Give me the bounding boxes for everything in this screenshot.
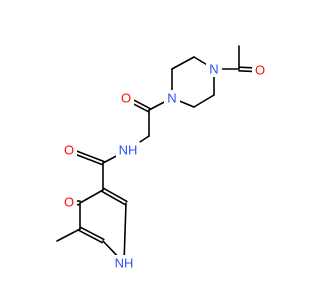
bond-layer: [56, 45, 261, 264]
atom-nh-amide: NH: [116, 142, 140, 158]
bond-5: [193, 94, 215, 108]
atom-label-nh-ring: NH: [115, 256, 134, 271]
atom-o-amide-upper: O: [118, 90, 134, 106]
atom-o-pyridinone: O: [61, 194, 77, 210]
atom-nh-ring: NH: [112, 255, 136, 271]
atom-n-pip-bottom: N: [164, 90, 180, 106]
molecule-structure: O N O N NH O O NH: [56, 45, 268, 271]
bond-27: [123, 202, 127, 264]
atom-label-o-carboxamide: O: [64, 143, 74, 158]
atom-o-acetyl: O: [252, 62, 268, 78]
atom-n-pip-top: N: [206, 61, 222, 77]
atom-label-o-amide-upper: O: [121, 91, 131, 106]
bond-24: [80, 226, 105, 241]
atom-label-layer: O N O N NH O O NH: [61, 61, 268, 271]
atom-label-nh-amide: NH: [119, 143, 138, 158]
bond-8: [171, 56, 195, 70]
atom-o-carboxamide: O: [61, 142, 77, 158]
bond-19: [79, 189, 104, 204]
bond-28: [101, 190, 126, 206]
atom-label-n-pip-top: N: [209, 62, 218, 77]
bond-23: [56, 228, 81, 242]
atom-label-o-pyridinone: O: [64, 195, 74, 210]
bond-25: [78, 229, 103, 244]
atom-label-o-acetyl: O: [255, 63, 265, 78]
bond-29: [103, 187, 128, 203]
atom-label-n-pip-bottom: N: [167, 91, 176, 106]
